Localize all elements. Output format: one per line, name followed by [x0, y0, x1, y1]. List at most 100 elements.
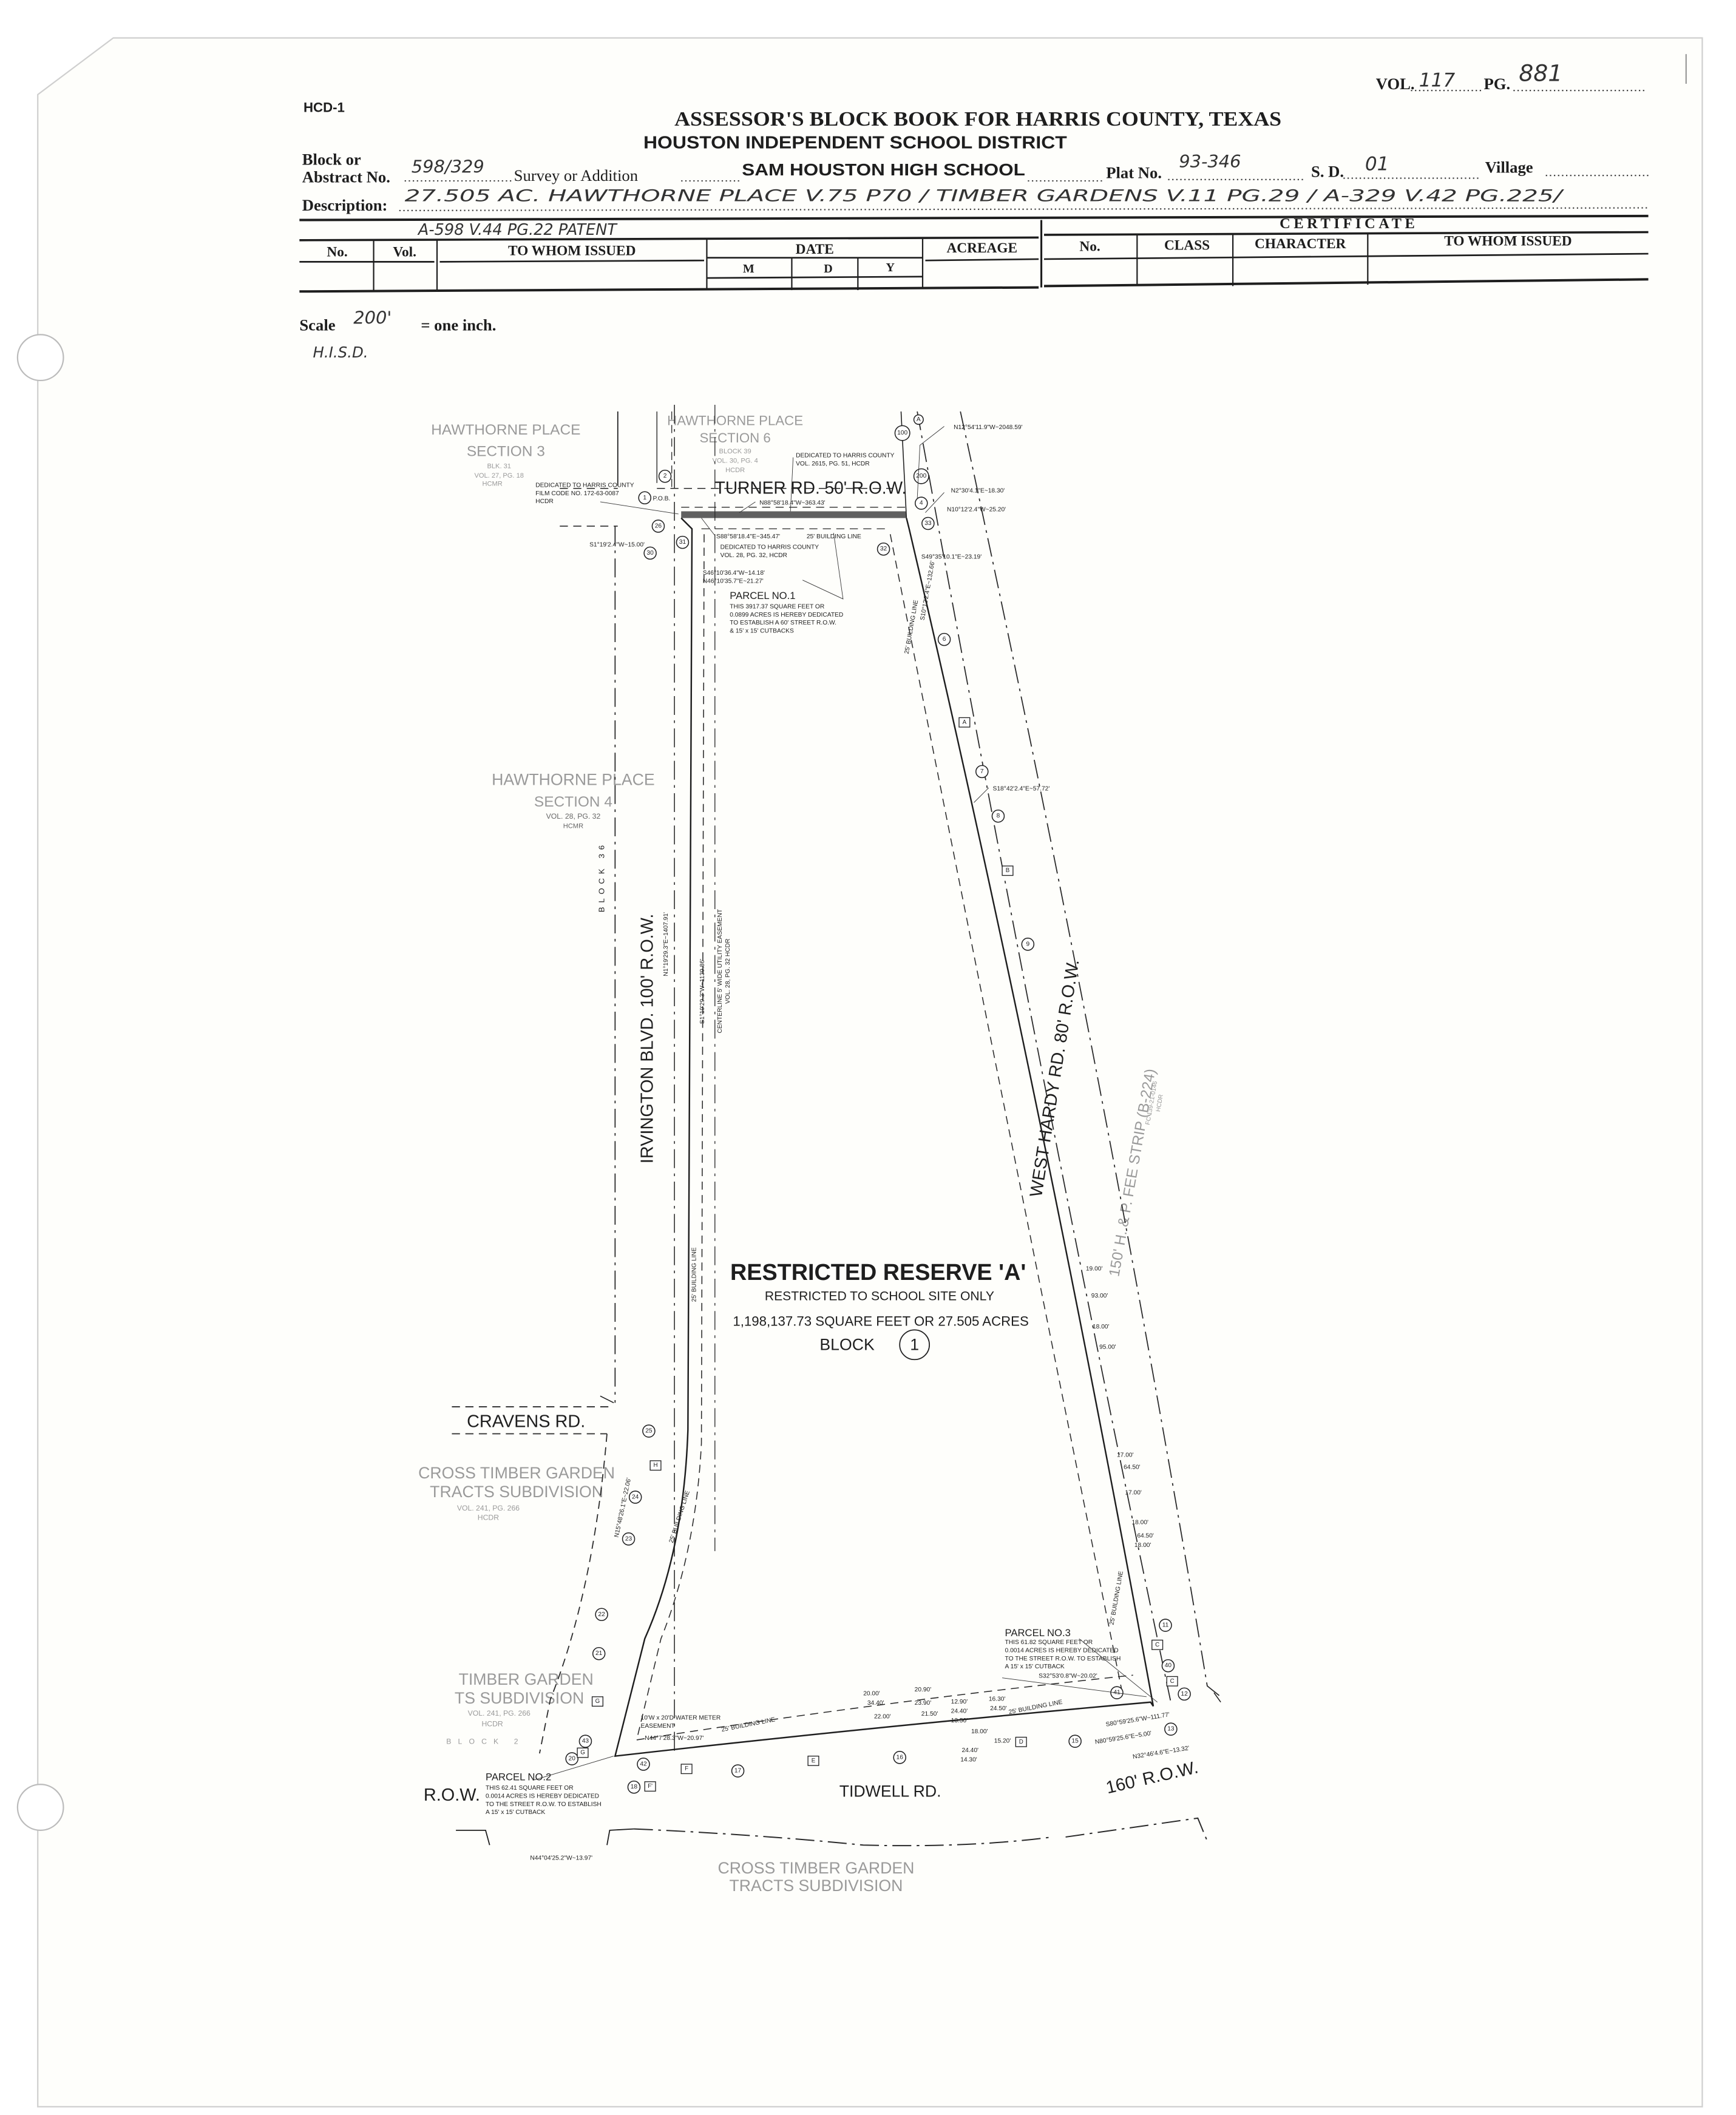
point-callout: 2 — [658, 469, 672, 483]
hardy-dim: 18.00' — [1131, 1519, 1148, 1526]
block-36-label: BLOCK 36 — [597, 841, 606, 912]
point-callout: 1 — [638, 491, 651, 505]
hardy-dim: 17.00' — [1125, 1490, 1142, 1497]
hisd-note: H.I.S.D. — [313, 343, 368, 361]
svg-text:C: C — [1170, 1678, 1175, 1685]
lot-marker: G — [577, 1747, 589, 1758]
point-callout: A — [913, 414, 924, 425]
irvington-blvd-label: IRVINGTON BLVD. 100' R.O.W. — [638, 914, 657, 1163]
hawthorne-sec6-line3: BLOCK 39 — [719, 448, 751, 455]
point-callout: 22 — [595, 1608, 608, 1622]
col-date-d: D — [824, 262, 832, 276]
note-ded-28: DEDICATED TO HARRIS COUNTY — [721, 544, 819, 551]
svg-text:A: A — [963, 719, 967, 726]
note-ded-film: DEDICATED TO HARRIS COUNTY — [535, 482, 634, 489]
svg-text:17: 17 — [734, 1768, 742, 1775]
svg-text:200: 200 — [916, 473, 926, 479]
parcel-2-title: PARCEL NO.2 — [486, 1772, 551, 1783]
tidwell-dim: 14.30' — [960, 1757, 977, 1764]
hardy-dim: 95.00' — [1099, 1344, 1116, 1351]
svg-text:D: D — [1019, 1739, 1023, 1745]
parcel-1-line: 0.0899 ACRES IS HEREBY DEDICATED — [730, 612, 843, 618]
timber-lower-line4: HCDR — [481, 1720, 503, 1728]
point-callout: 40 — [1161, 1659, 1175, 1673]
col-no: No. — [327, 245, 347, 260]
linework — [452, 404, 1221, 1847]
tidwell-dim: 12.90' — [951, 1699, 968, 1705]
point-callout: 42 — [637, 1758, 650, 1771]
bearing: S32°53'0.8"W~20.02' — [1039, 1673, 1097, 1680]
svg-text:1: 1 — [643, 495, 646, 501]
lot-marker: H — [649, 1460, 662, 1471]
cert-col-to-whom-issued: TO WHOM ISSUED — [1444, 234, 1572, 249]
parcel-3-line: 0.0014 ACRES IS HEREBY DEDICATED — [1005, 1648, 1119, 1654]
patent-certificate-table: A-598 V.44 PG.22 PATENT CERTIFICATE No. … — [299, 214, 1649, 293]
block-label: Block or — [302, 150, 361, 168]
tidwell-dim: 24.50' — [990, 1705, 1007, 1712]
lot-marker: C — [1151, 1639, 1164, 1650]
abstract-no-value: 598/329 — [412, 157, 484, 177]
lot-markers: A B C C D E F F' G G H — [577, 717, 1178, 1792]
scale-value: 200' — [353, 308, 392, 328]
plat-no-value: 93-346 — [1179, 151, 1241, 172]
village-label: Village — [1485, 158, 1533, 177]
page-title: ASSESSOR'S BLOCK BOOK FOR HARRIS COUNTY,… — [674, 108, 1281, 130]
parcel-3-title: PARCEL NO.3 — [1005, 1627, 1071, 1639]
parcel-2-line: 0.0014 ACRES IS HEREBY DEDICATED — [486, 1793, 599, 1800]
svg-text:31: 31 — [679, 539, 687, 546]
point-callout: 24 — [628, 1491, 642, 1504]
scale-label: Scale — [299, 316, 335, 334]
parcel-1-title: PARCEL NO.1 — [730, 590, 795, 601]
svg-text:8: 8 — [997, 813, 1000, 819]
tidwell-dim: 24.40' — [961, 1747, 978, 1754]
sd-label: S. D. — [1311, 162, 1344, 180]
point-callout: 200 — [913, 468, 929, 484]
svg-text:13: 13 — [1167, 1726, 1175, 1733]
col-vol: Vol. — [393, 245, 416, 260]
cross-timber-upper-line4: HCDR — [478, 1514, 499, 1522]
point-callout: 7 — [975, 765, 989, 779]
tidwell-dim: 16.30' — [989, 1696, 1006, 1703]
parcel-1-line: THIS 3917.37 SQUARE FEET OR — [730, 604, 824, 611]
tidwell-dim: 20.90' — [915, 1687, 932, 1693]
tidwell-dim: 24.40' — [951, 1708, 968, 1715]
point-callout: 43 — [578, 1734, 592, 1748]
note-ded-2615: DEDICATED TO HARRIS COUNTY — [796, 453, 895, 459]
hawthorne-sec3-line2: SECTION 3 — [467, 443, 545, 459]
tidwell-road-label: TIDWELL RD. — [839, 1782, 941, 1800]
bearing: N44°04'25.2"W~13.97' — [530, 1855, 592, 1862]
cross-timber-bottom-line2: TRACTS SUBDIVISION — [730, 1876, 903, 1895]
patent-note: A-598 V.44 PG.22 PATENT — [417, 221, 618, 239]
svg-text:6: 6 — [943, 636, 946, 643]
parcel-3-line: THIS 61.82 SQUARE FEET OR — [1005, 1639, 1093, 1646]
timber-lower-line3: VOL. 241, PG. 266 — [468, 1709, 531, 1717]
bearing: S88°58'18.4"E~345.47' — [716, 533, 780, 540]
reserve-title: RESTRICTED RESERVE 'A' — [730, 1260, 1026, 1285]
point-callout: 25 — [642, 1424, 656, 1438]
reserve-block-number: 1 — [910, 1336, 919, 1354]
bearing: N88°58'18.4"W~363.43' — [759, 499, 826, 506]
bearing: S1°19'2.4"W~15.00' — [589, 541, 645, 548]
svg-text:H: H — [653, 1462, 657, 1469]
parcel-2-line: TO THE STREET R.O.W. TO ESTABLISH — [486, 1801, 602, 1808]
timber-lower-line1: TIMBER GARDEN — [459, 1670, 594, 1688]
svg-text:25: 25 — [645, 1428, 653, 1435]
bearing: N10°12'2.4"W~25.20' — [947, 507, 1006, 513]
point-callouts: 1 2 26 30 31 100 200 4 33 32 6 7 8 9 11 … — [565, 414, 1191, 1794]
turner-road-label: TURNER RD. 50' R.O.W. — [715, 479, 907, 498]
paper-sheet — [37, 37, 1703, 2108]
leader-lines — [532, 426, 1158, 1781]
point-callout: 16 — [893, 1751, 907, 1764]
svg-text:B: B — [1006, 867, 1010, 874]
bearing: S46°10'36.4"W~14.18' — [703, 570, 765, 577]
parcel-notes: PARCEL NO.1 THIS 3917.37 SQUARE FEET OR … — [486, 590, 1121, 1816]
svg-text:40: 40 — [1165, 1662, 1172, 1669]
reserve-restriction: RESTRICTED TO SCHOOL SITE ONLY — [765, 1290, 994, 1304]
svg-text:F': F' — [648, 1783, 653, 1790]
hardy-dim: 18.00' — [1134, 1542, 1151, 1549]
reserve-boundary — [614, 517, 1155, 1758]
pob-label: P.O.B. — [653, 496, 671, 503]
svg-text:33: 33 — [924, 520, 932, 527]
punch-hole-top — [16, 334, 64, 382]
parcel-2-line: A 15' x 15' CUTBACK — [486, 1809, 545, 1816]
